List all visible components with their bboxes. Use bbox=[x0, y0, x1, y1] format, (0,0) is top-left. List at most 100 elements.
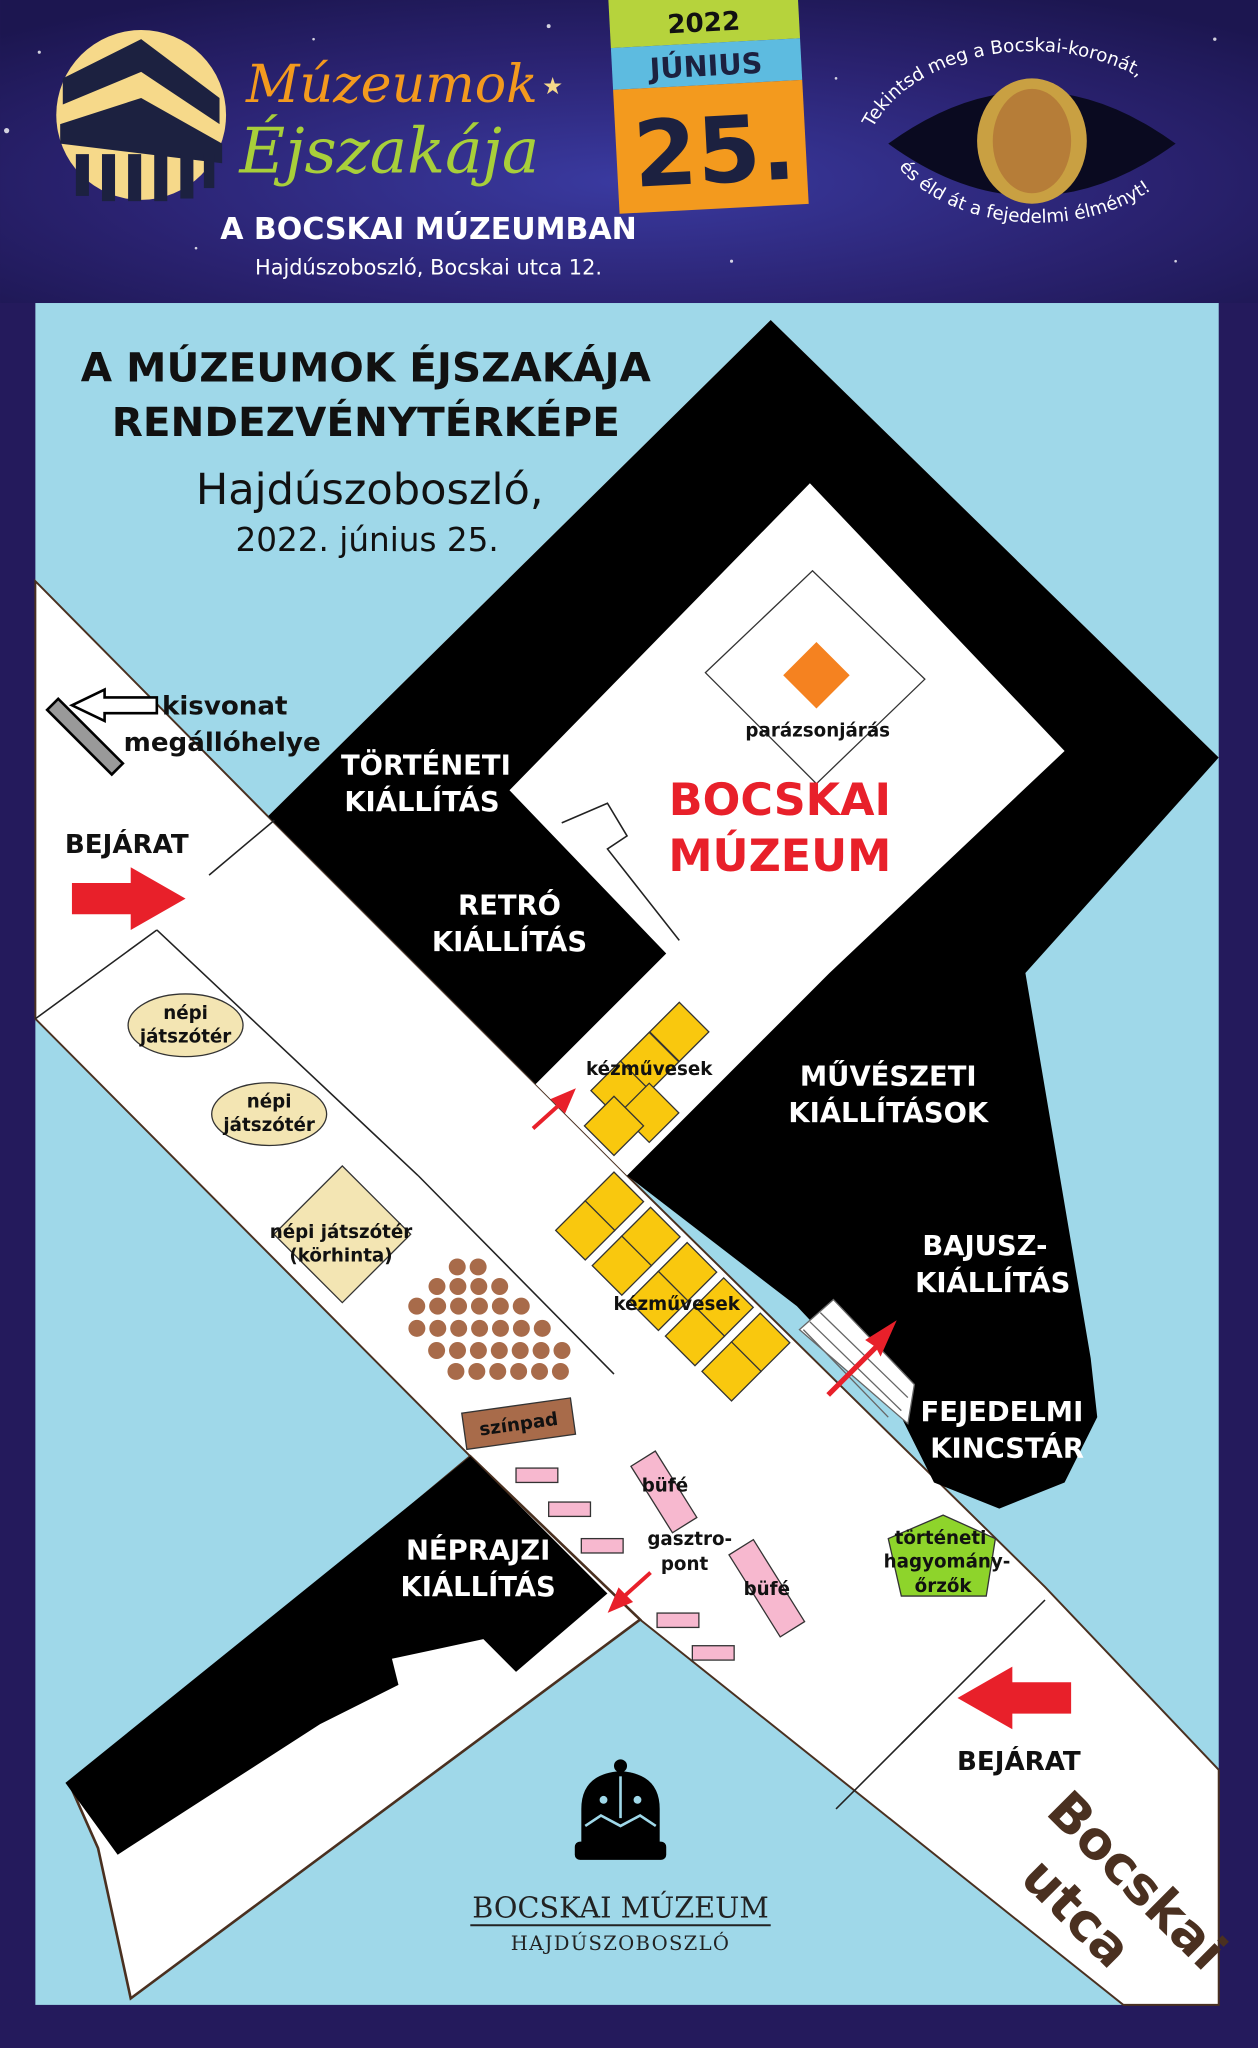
header-banner: Múzeumok ★ Éjszakája A BOCSKAI MÚZEUMBAN… bbox=[0, 0, 1258, 304]
seat bbox=[408, 1319, 426, 1337]
seat bbox=[491, 1278, 509, 1296]
seat bbox=[533, 1319, 551, 1337]
bajusz-label-2: KIÁLLÍTÁS bbox=[915, 1267, 1070, 1299]
logo-city: HAJDÚSZOBOSZLÓ bbox=[511, 1930, 730, 1955]
seat bbox=[408, 1297, 426, 1315]
playground-2-label-1: népi bbox=[247, 1092, 292, 1113]
arrow-left-outline-icon bbox=[68, 687, 159, 724]
seat bbox=[471, 1319, 489, 1337]
playground-3-label-1: népi játszótér bbox=[270, 1222, 413, 1243]
seat bbox=[551, 1362, 569, 1380]
arrow-icon bbox=[531, 1088, 576, 1130]
venue-title: A BOCSKAI MÚZEUMBAN bbox=[220, 210, 637, 247]
craft-stall bbox=[554, 1199, 616, 1261]
seat bbox=[510, 1362, 528, 1380]
museum-label-2: MÚZEUM bbox=[668, 829, 891, 882]
entrance-left-label: BEJÁRAT bbox=[65, 828, 189, 860]
seat bbox=[512, 1297, 530, 1315]
craft-stall bbox=[591, 1235, 653, 1297]
train-stop-sign-icon bbox=[45, 696, 125, 777]
entrance-left-arrow-icon bbox=[71, 867, 186, 930]
playground-1-label-2: játszótér bbox=[139, 1026, 232, 1047]
playground-1 bbox=[127, 993, 244, 1058]
seat bbox=[450, 1297, 468, 1315]
food-stall bbox=[548, 1501, 592, 1518]
train-stop-label-2: megállóhelye bbox=[124, 728, 321, 758]
arrow-icon bbox=[826, 1320, 897, 1397]
playground-3-label-2: (körhinta) bbox=[289, 1246, 392, 1267]
food-stalls bbox=[515, 1467, 735, 1661]
map-date: 2022. június 25. bbox=[235, 521, 498, 559]
gastro-label-1: gasztro- bbox=[647, 1529, 732, 1550]
map-area: A MÚZEUMOK ÉJSZAKÁJA RENDEZVÉNYTÉRKÉPE H… bbox=[34, 303, 1237, 2006]
arrow-icon bbox=[607, 1571, 652, 1613]
venue-address: Hajdúszoboszló, Bocskai utca 12. bbox=[255, 255, 602, 279]
craft-stall bbox=[583, 1095, 645, 1157]
entrance-right-label: BEJÁRAT bbox=[957, 1745, 1081, 1777]
food-stall bbox=[515, 1467, 559, 1484]
buffet-1-label: büfé bbox=[642, 1476, 688, 1497]
playground-2 bbox=[211, 1082, 328, 1147]
seat bbox=[469, 1258, 487, 1276]
neprajzi-label-2: KIÁLLÍTÁS bbox=[400, 1571, 555, 1603]
museum-night-logo-icon bbox=[56, 30, 227, 202]
seat bbox=[512, 1319, 530, 1337]
seat bbox=[553, 1342, 571, 1360]
path-lines bbox=[34, 802, 1046, 1810]
tortenti-label-2: KIÁLLÍTÁS bbox=[344, 786, 499, 818]
stage: színpad bbox=[461, 1397, 577, 1451]
seat bbox=[491, 1297, 509, 1315]
street-area bbox=[34, 578, 1220, 2006]
tradition-label-1: történeti bbox=[895, 1528, 987, 1549]
crafts-label-1: kézművesek bbox=[586, 1059, 713, 1080]
craft-stalls bbox=[554, 1001, 791, 1402]
museum-label-1: BOCSKAI bbox=[669, 775, 891, 826]
neprajzi-building bbox=[65, 1456, 608, 1855]
train-stop-label-1: kisvonat bbox=[162, 691, 288, 721]
buffet-2-label: büfé bbox=[744, 1579, 790, 1600]
retro-label-1: RETRÓ bbox=[458, 889, 561, 921]
seat bbox=[511, 1342, 529, 1360]
seat bbox=[429, 1319, 447, 1337]
neprajzi-label-1: NÉPRAJZI bbox=[406, 1535, 550, 1567]
museum-building bbox=[267, 320, 1219, 1509]
craft-stall bbox=[701, 1340, 763, 1402]
craft-stall bbox=[648, 1001, 710, 1063]
food-stall bbox=[656, 1612, 700, 1629]
audience-seats bbox=[408, 1258, 571, 1380]
muveszeti-label-1: MŰVÉSZETI bbox=[800, 1060, 977, 1092]
entrance-right-arrow-icon bbox=[957, 1666, 1072, 1730]
playground-1-label-1: népi bbox=[163, 1003, 208, 1024]
seat bbox=[428, 1278, 446, 1296]
muveszeti-label-2: KIÁLLÍTÁSOK bbox=[788, 1097, 990, 1129]
seat bbox=[450, 1319, 468, 1337]
seat bbox=[448, 1258, 466, 1276]
seat bbox=[490, 1342, 508, 1360]
seat bbox=[489, 1362, 507, 1380]
seat bbox=[469, 1342, 487, 1360]
seat bbox=[447, 1362, 465, 1380]
buffet-1 bbox=[630, 1450, 698, 1534]
food-stall bbox=[691, 1645, 735, 1661]
seat bbox=[532, 1342, 550, 1360]
seat bbox=[428, 1342, 446, 1360]
logo-museum-name: BOCSKAI MÚZEUM bbox=[472, 1890, 768, 1924]
seat bbox=[429, 1297, 447, 1315]
logo-line2: Éjszakája bbox=[238, 113, 539, 187]
bocskai-crown-photo-icon bbox=[977, 78, 1087, 204]
buffet-2 bbox=[728, 1538, 806, 1638]
date-month: JÚNIUS bbox=[647, 46, 763, 86]
playground-2-label-2: játszótér bbox=[222, 1115, 315, 1136]
seat bbox=[470, 1278, 488, 1296]
logo-line1: Múzeumok bbox=[245, 55, 538, 115]
kincstar-label-1: FEJEDELMI bbox=[921, 1397, 1084, 1428]
seat bbox=[491, 1319, 509, 1337]
crafts-label-2: kézművesek bbox=[613, 1294, 740, 1315]
map-city: Hajdúszoboszló, bbox=[196, 465, 544, 515]
food-stall bbox=[580, 1537, 624, 1554]
tortenti-label-1: TÖRTÉNETI bbox=[341, 749, 511, 782]
fire-walk-label: parázsonjárás bbox=[745, 721, 890, 742]
date-year: 2022 bbox=[667, 7, 741, 41]
map-title-line1: A MÚZEUMOK ÉJSZAKÁJA bbox=[81, 343, 652, 391]
